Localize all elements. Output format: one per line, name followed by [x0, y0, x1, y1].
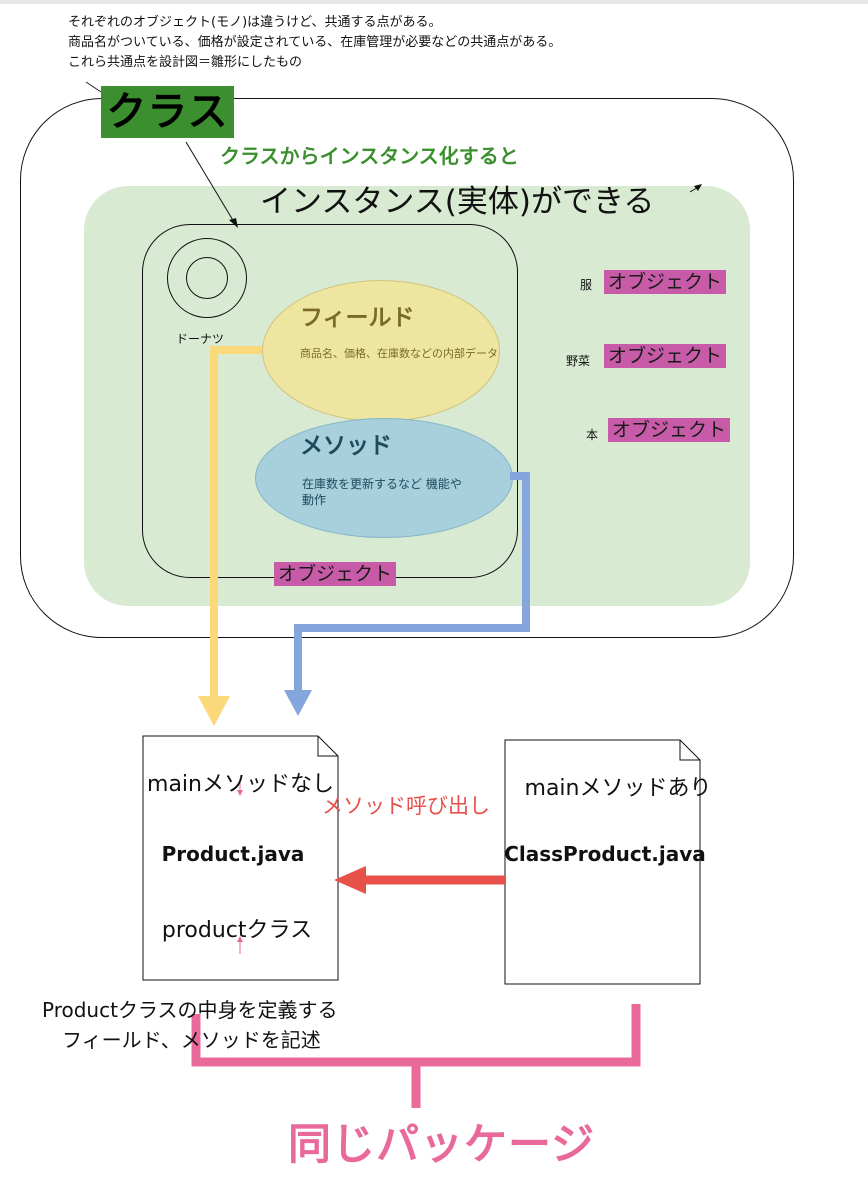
method-arrowhead	[284, 690, 312, 716]
field-title: フィールド	[300, 305, 415, 331]
object-badge-vegetable: オブジェクト	[604, 344, 727, 368]
method-arrow-line	[294, 472, 530, 696]
method-description: 在庫数を更新するなど 機能や動作	[302, 477, 462, 507]
donut-icon	[167, 238, 247, 318]
class-badge: クラス	[101, 86, 234, 138]
object-label-book: 本	[586, 428, 599, 442]
object-label-clothes: 服	[580, 278, 593, 292]
class-product-file-top-text: mainメソッドあり	[524, 776, 712, 801]
instance-pointer-arrowhead	[694, 184, 702, 191]
method-call-label: メソッド呼び出し	[322, 794, 490, 818]
field-ellipse	[262, 280, 500, 422]
product-file-icon	[142, 735, 339, 981]
product-file-name: Product.java	[161, 842, 305, 866]
class-pointer-arrowhead	[229, 218, 238, 228]
product-desc-line-2: フィールド、メソッドを記述	[62, 1028, 321, 1052]
instance-heading: インスタンス(実体)ができる	[260, 184, 655, 220]
product-desc-line-1: Productクラスの中身を定義する	[42, 998, 338, 1022]
badge-pointer-line	[85, 81, 102, 93]
pink-marker-bottom-head	[237, 936, 243, 942]
intro-line-1: それぞれのオブジェクト(モノ)は違うけど、共通する点がある。	[68, 15, 442, 30]
object-badge-book: オブジェクト	[608, 418, 731, 442]
object-badge-clothes: オブジェクト	[604, 270, 727, 294]
donut-hole	[186, 257, 228, 299]
method-title: メソッド	[300, 433, 392, 459]
field-description: 商品名、価格、在庫数などの内部データ	[300, 347, 498, 360]
intro-line-2: 商品名がついている、価格が設定されている、在庫管理が必要などの共通点がある。	[68, 35, 562, 50]
call-arrowhead	[334, 866, 366, 894]
object-badge-donut: オブジェクト	[274, 562, 397, 586]
field-arrowhead	[198, 696, 230, 726]
method-ellipse	[255, 418, 513, 538]
class-product-file-name: ClassProduct.java	[504, 842, 706, 866]
package-title: 同じパッケージ	[288, 1120, 596, 1170]
class-product-file-icon	[504, 739, 701, 985]
intro-line-3: これら共通点を設計図＝雛形にしたもの	[68, 55, 303, 70]
instantiate-heading: クラスからインスタンス化すると	[220, 144, 519, 168]
object-label-vegetable: 野菜	[566, 354, 591, 368]
field-arrow-line	[210, 346, 262, 700]
donut-label: ドーナツ	[176, 332, 225, 346]
class-pointer-line	[185, 141, 235, 223]
top-rule	[0, 0, 868, 4]
pink-marker-top-head	[237, 790, 243, 796]
product-file-fold	[317, 736, 338, 757]
class-product-file-fold	[679, 740, 700, 761]
product-file-top-text: mainメソッドなし	[147, 772, 334, 797]
product-file-bottom-text: productクラス	[161, 918, 313, 943]
